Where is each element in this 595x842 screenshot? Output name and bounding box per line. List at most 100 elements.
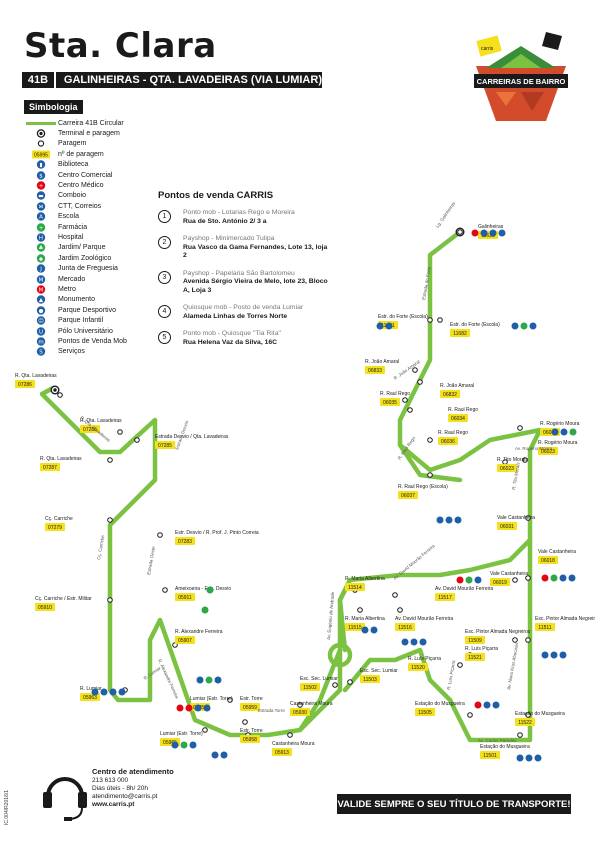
stop-code-badge — [415, 708, 435, 716]
stop-code: 05910 — [38, 605, 52, 611]
stop[interactable]: R. Raul Rego (Escola)06037 — [398, 484, 448, 499]
stop-code: 06023 — [500, 466, 514, 472]
stop-name: R. Rogério Moura — [540, 421, 580, 427]
stop-code: 11522 — [518, 720, 532, 726]
legend-label: Farmácia — [58, 223, 88, 231]
contact-web[interactable]: www.carris.pt — [92, 800, 135, 808]
legend-item: ●Parque Desportivo — [24, 305, 164, 315]
svg-text:J: J — [39, 267, 42, 273]
garden-icon — [180, 741, 188, 749]
school-icon — [483, 701, 491, 709]
stop-code-badge — [45, 523, 65, 531]
legend-label: Metro — [58, 285, 76, 293]
stop-code-badge — [438, 437, 458, 445]
legend-symbol — [24, 139, 58, 148]
stop-marker — [397, 607, 403, 613]
legend-stop-code: 05995 — [34, 152, 48, 158]
carreiras-de-bairro-logo: carris CARREIRAS DE BAIRRO — [474, 32, 568, 121]
stop[interactable]: R. Tito Morais 06023 — [497, 457, 528, 472]
stop-name: R. Rogério Moura — [538, 440, 578, 446]
stop[interactable]: Estr. do Forte (Escola)11682 — [450, 322, 500, 337]
services-icon — [559, 574, 567, 582]
stop[interactable]: Estr. Desvio / R. Prof. J. Pinto Correia… — [175, 530, 259, 545]
stop-name: Estr. do Forte (Escola) — [450, 322, 500, 328]
stop-name: R. João Amaral — [365, 359, 399, 365]
services-icon — [109, 688, 117, 696]
school-icon — [376, 322, 384, 330]
legend-symbol: m — [24, 337, 58, 346]
stop-marker — [522, 457, 528, 463]
stop-code-badge — [515, 718, 535, 726]
stop-marker — [467, 712, 473, 718]
sales-point-head: Payshop - Minimercado Tulipa — [183, 235, 275, 242]
stop-name: R. Tito Morais — [497, 457, 528, 463]
street-name: Av. Carlos Paredes — [478, 738, 517, 743]
stop-code: 07279 — [48, 525, 62, 531]
stop-name: R. Raul Rego — [380, 391, 410, 397]
sales-point-address: Rua Vasco da Gama Fernandes, Lote 13, lo… — [183, 243, 328, 260]
legend-symbol — [24, 119, 58, 128]
street-name: Cç. Carriche — [96, 534, 105, 560]
legend-symbol: H — [24, 233, 58, 242]
stop-code-badge — [365, 366, 385, 374]
stop-code-badge — [398, 491, 418, 499]
sales-point-address: Rua de Sto. António 2/ 3 a — [183, 217, 267, 225]
sales-point-head: Ponto mob - Lotarias Rego e Moreira — [183, 209, 295, 216]
sales-point-address: Rua Helena Vaz da Silva, 16C — [183, 338, 278, 346]
svg-text:▮: ▮ — [39, 163, 42, 169]
library-icon — [211, 751, 219, 759]
stop[interactable]: Estr. do Forte (Escola)11681 — [378, 314, 428, 329]
services-icon — [203, 704, 211, 712]
stop-marker — [107, 517, 113, 523]
school-icon — [568, 574, 576, 582]
legend-label: Comboio — [58, 192, 87, 200]
legend-symbol: ▮ — [24, 160, 58, 169]
legend-item: ▮Biblioteca — [24, 160, 164, 170]
stop-marker — [402, 397, 408, 403]
legend-symbol: + — [24, 181, 58, 190]
svg-text:+: + — [39, 184, 44, 190]
contact-email[interactable]: atendimento@carris.pt — [92, 792, 158, 800]
legend-symbol: U — [24, 326, 58, 336]
stop-marker — [407, 407, 413, 413]
